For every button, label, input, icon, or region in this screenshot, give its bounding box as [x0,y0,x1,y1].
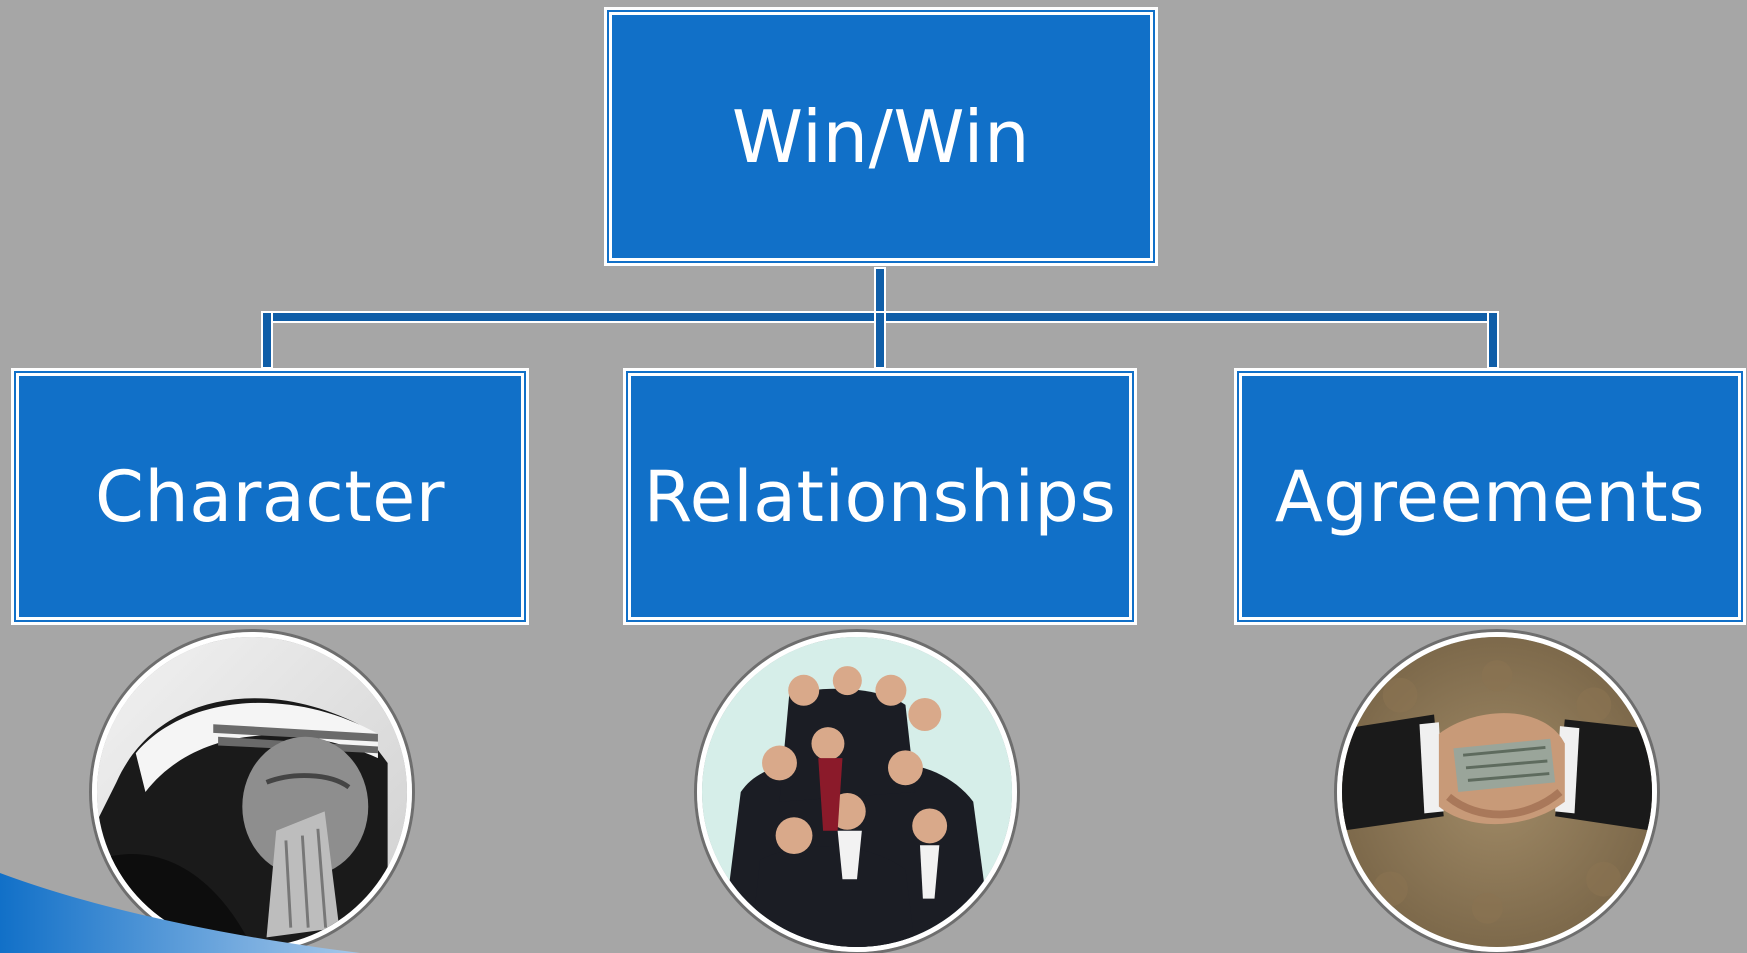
handshake-money-photo [1337,632,1657,952]
branch-line-relationships [874,311,886,369]
child-node-relationships: Relationships [628,373,1132,620]
root-stem-line [874,267,886,317]
child-node-character: Character [16,373,524,620]
child-node-label: Relationships [643,455,1117,538]
root-node-label: Win/Win [731,94,1031,179]
branch-line-character [261,311,273,369]
branch-line-agreements [1487,311,1499,369]
root-node-win-win: Win/Win [609,12,1153,261]
business-people-photo [697,632,1017,952]
praying-woman-photo [92,632,412,952]
corner-swoosh-decoration [0,873,360,953]
child-node-label: Character [94,455,446,538]
child-node-label: Agreements [1274,455,1706,538]
child-node-agreements: Agreements [1239,373,1741,620]
